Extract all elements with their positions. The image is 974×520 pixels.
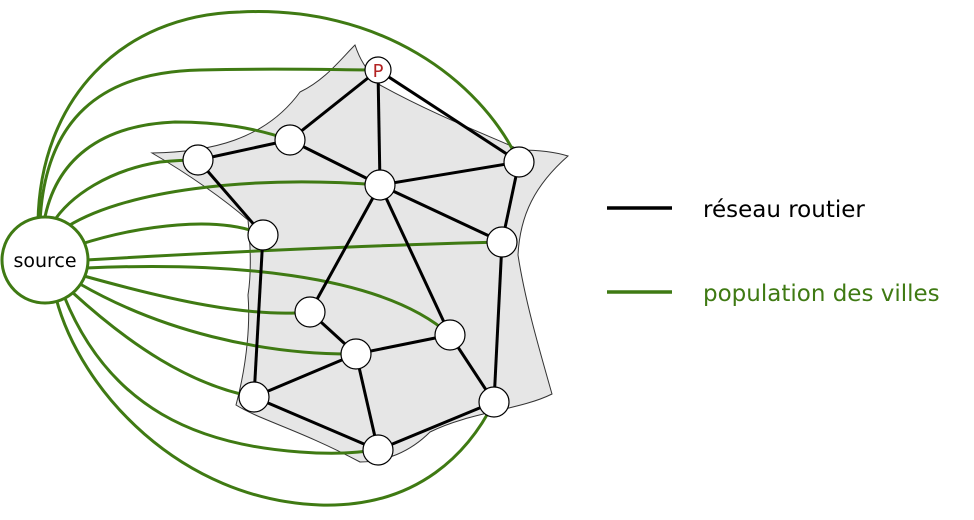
- target-node-label: P: [373, 61, 384, 82]
- population-edge: [77, 222, 264, 247]
- population-edge: [61, 180, 381, 232]
- city-node: [238, 381, 270, 413]
- city-node: [182, 144, 214, 176]
- city-node: [362, 434, 394, 466]
- population-edge: [54, 297, 496, 507]
- road-edge: [252, 234, 265, 398]
- city-node: [274, 124, 306, 156]
- legend-label-road: réseau routier: [703, 197, 865, 223]
- road-edge: [289, 68, 379, 142]
- target-node: P: [364, 56, 392, 84]
- city-node: [434, 319, 466, 351]
- population-edge: [38, 67, 379, 223]
- population-edge: [70, 290, 255, 399]
- legend-label-population: population des villes: [703, 281, 940, 307]
- city-node: [486, 226, 518, 258]
- road-edge: [197, 138, 291, 162]
- road-edge: [376, 69, 382, 186]
- source-node: source: [0, 215, 90, 305]
- population-edge: [85, 265, 452, 337]
- city-node: [247, 219, 279, 251]
- road-edge: [289, 138, 381, 187]
- source-node-circle: [0, 215, 90, 305]
- road-edge: [354, 353, 380, 451]
- road-edge: [253, 395, 379, 452]
- population-edge: [42, 120, 291, 223]
- city-node: [340, 338, 372, 370]
- road-edge: [308, 184, 382, 313]
- road-edge: [492, 241, 504, 403]
- city-node: [503, 146, 535, 178]
- city-node: [294, 296, 326, 328]
- road-edge: [379, 160, 520, 187]
- population-edge: [62, 295, 379, 455]
- road-edge: [196, 159, 265, 236]
- road-edge: [378, 184, 452, 336]
- city-nodes: [182, 124, 535, 466]
- road-edge: [377, 400, 495, 452]
- population-edge: [83, 274, 311, 315]
- target-node-circle: [364, 56, 392, 84]
- road-edge: [355, 333, 451, 356]
- population-edge: [79, 282, 357, 356]
- city-node: [478, 386, 510, 418]
- population-edge: [36, 10, 520, 223]
- road-edge: [377, 68, 520, 164]
- road-edge: [253, 352, 357, 399]
- legend: réseau routier population des villes: [607, 197, 940, 307]
- population-edges: [36, 10, 520, 507]
- city-node: [364, 169, 396, 201]
- source-node-label: source: [13, 250, 76, 272]
- population-edge: [85, 240, 503, 262]
- road-edge: [379, 183, 503, 244]
